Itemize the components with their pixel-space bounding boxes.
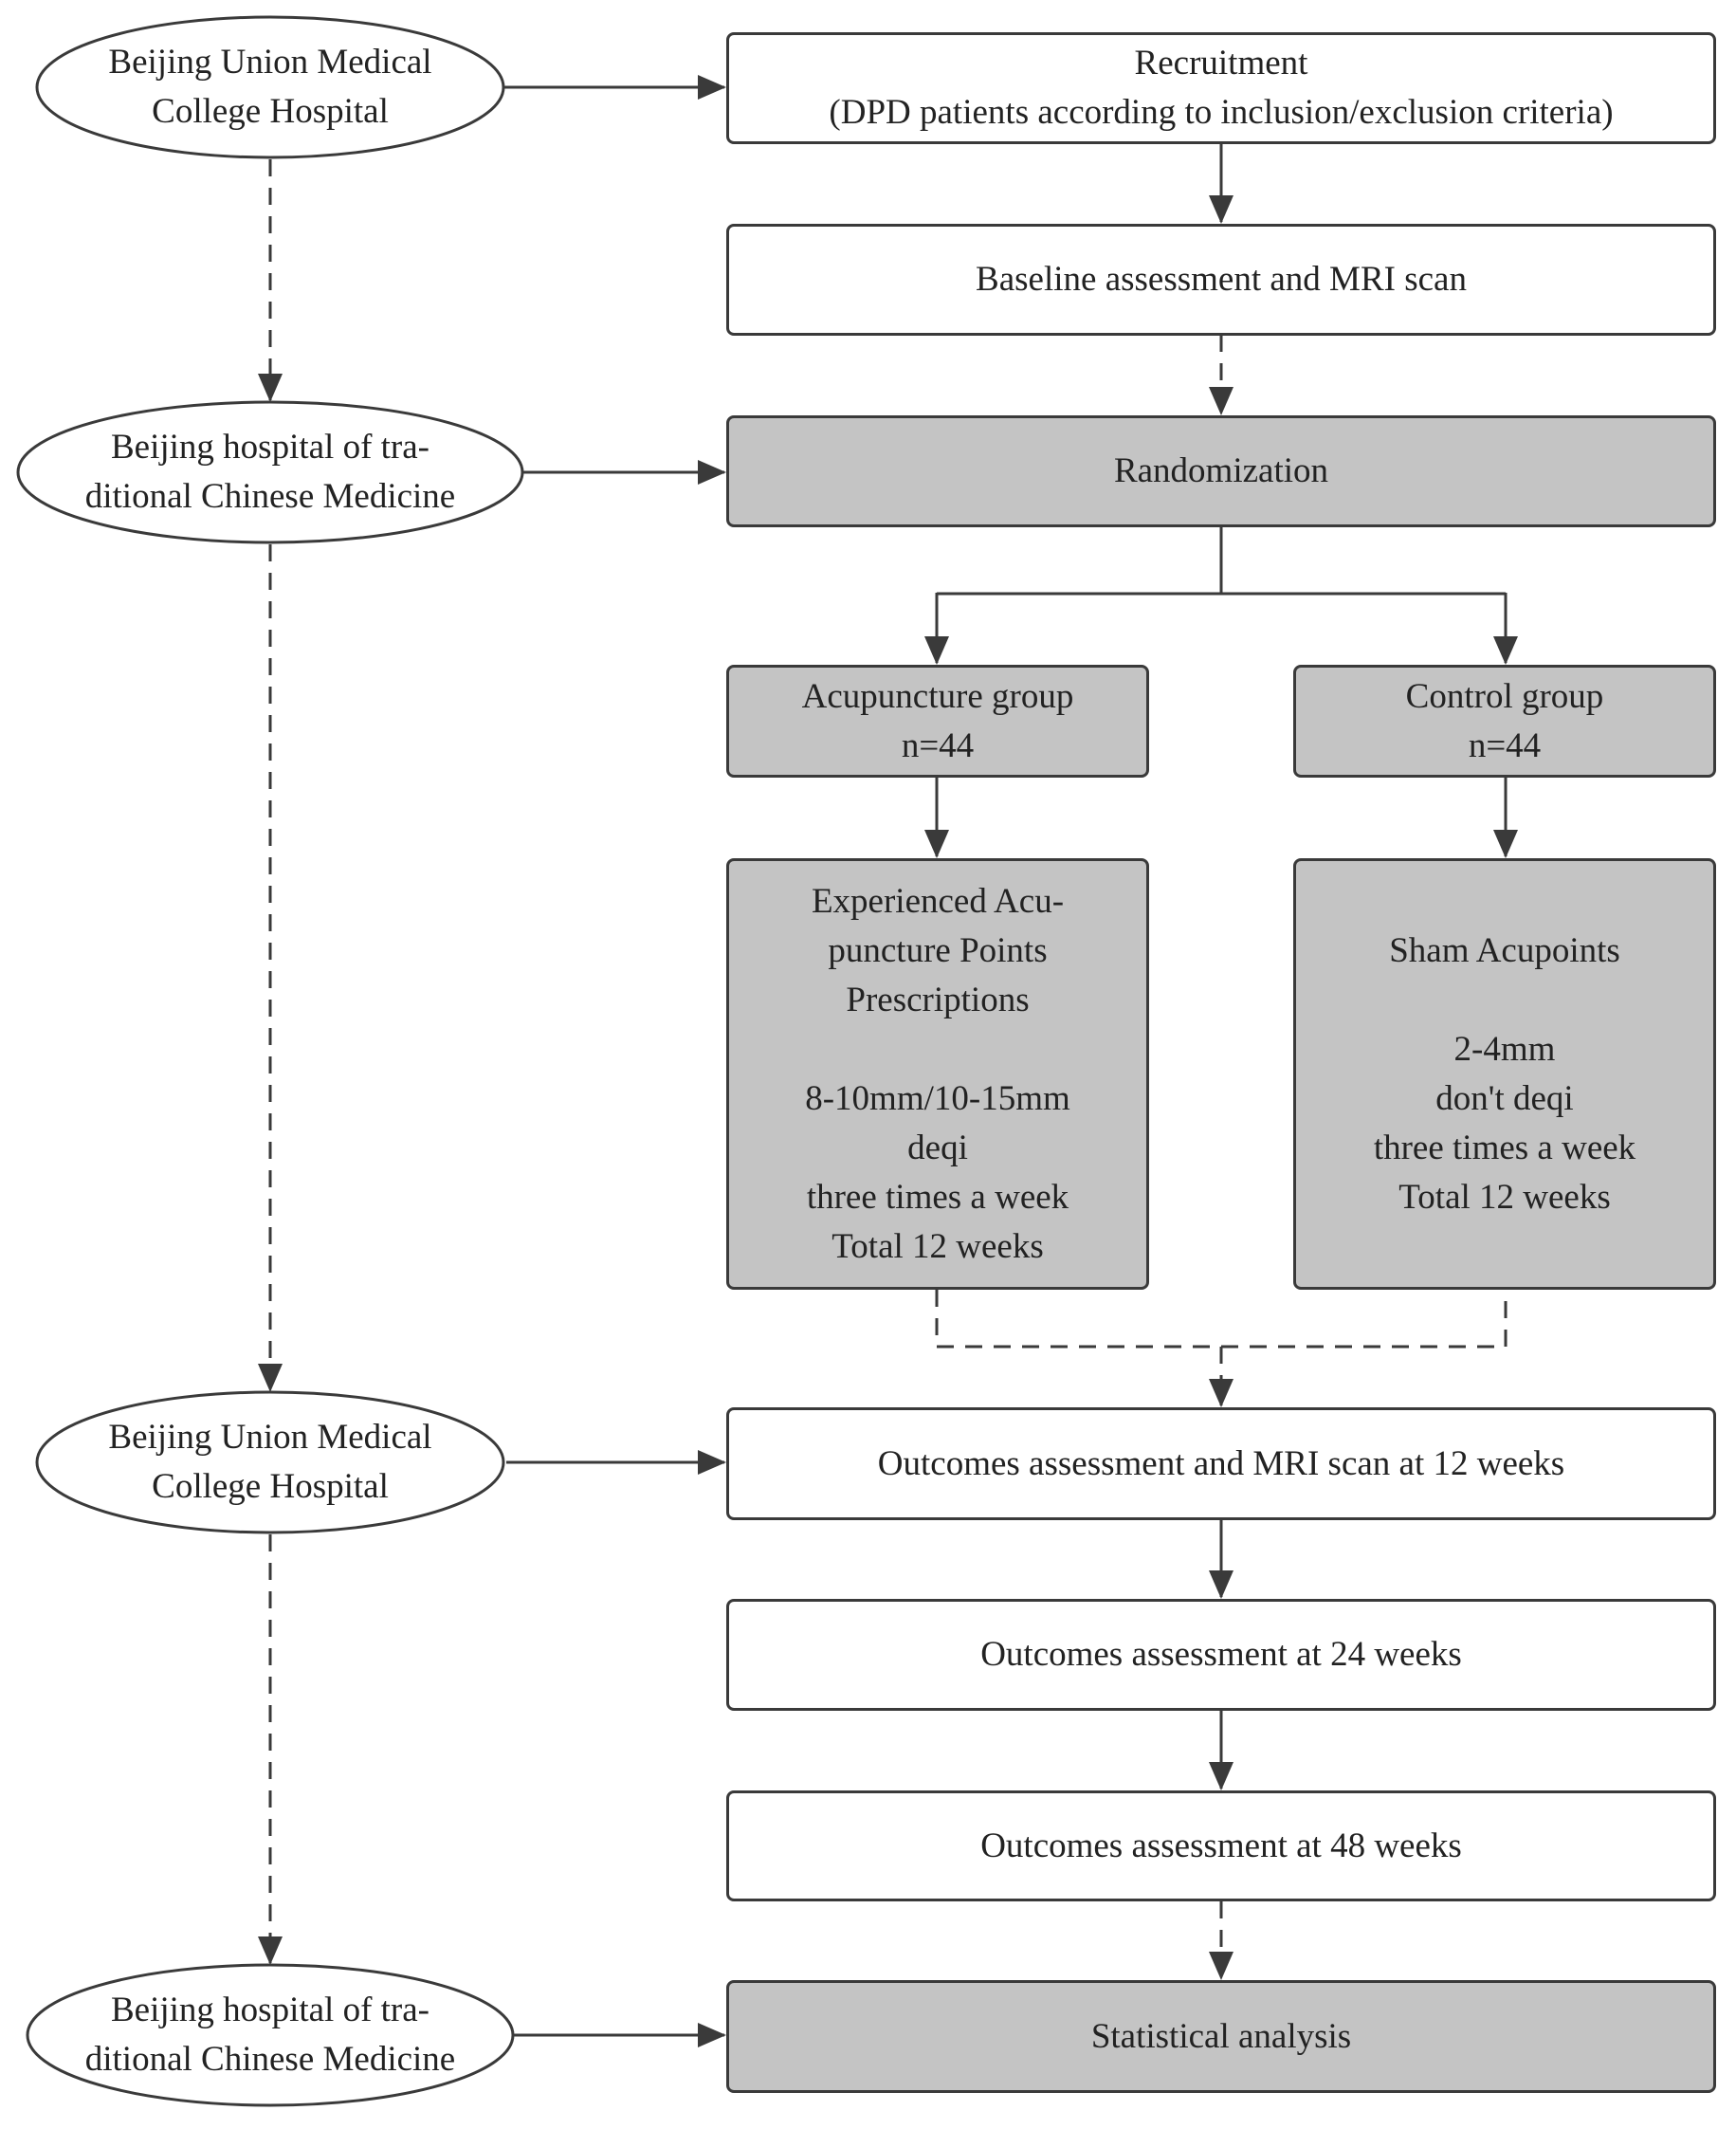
recruitment-title: Recruitment [1134,44,1308,83]
site-1-label-line-1: Beijing Union Medical [108,43,432,82]
site-3-label-line-1: Beijing Union Medical [108,1418,432,1457]
site-4-ellipse: Beijing hospital of tra- ditional Chines… [26,1963,515,2107]
statistical-analysis-label: Statistical analysis [1090,2016,1352,2056]
acupuncture-group-box: Acupuncture group n=44 [726,665,1149,778]
acupuncture-treatment-line-3: Prescriptions [846,980,1030,1019]
site-2-ellipse: Beijing hospital of tra- ditional Chines… [16,400,524,544]
acupuncture-group-title: Acupuncture group [801,676,1074,716]
acupuncture-treatment-line-1: Experienced Acu- [811,881,1065,921]
dashed-merge-treatments [935,1290,1508,1349]
baseline-box: Baseline assessment and MRI scan [726,224,1716,336]
site-4-label-line-2: ditional Chinese Medicine [84,2040,456,2079]
site-1-ellipse: Beijing Union Medical College Hospital [35,15,505,159]
control-group-size: n=44 [1468,725,1542,765]
site-3-label-line-2: College Hospital [152,1467,389,1506]
baseline-label: Baseline assessment and MRI scan [976,260,1467,299]
site-2-label-line-1: Beijing hospital of tra- [110,428,430,467]
randomization-box: Randomization [726,415,1716,527]
control-group-box: Control group n=44 [1293,665,1716,778]
acupuncture-treatment-depth: 8-10mm/10-15mm [805,1078,1070,1118]
sham-treatment-box: Sham Acupoints 2-4mm don't deqi three ti… [1293,858,1716,1290]
recruitment-criteria: (DPD patients according to inclusion/exc… [829,93,1614,132]
acupuncture-group-size: n=44 [901,725,975,765]
acupuncture-treatment-duration: Total 12 weeks [831,1226,1044,1266]
site-2-label-line-2: ditional Chinese Medicine [84,477,456,516]
outcomes-12-weeks-label: Outcomes assessment and MRI scan at 12 w… [877,1443,1565,1483]
sham-treatment-duration: Total 12 weeks [1398,1177,1611,1217]
site-4-label-line-1: Beijing hospital of tra- [110,1991,430,2029]
site-1-label-line-2: College Hospital [152,92,389,131]
recruitment-box: Recruitment (DPD patients according to i… [726,32,1716,144]
control-group-title: Control group [1405,676,1604,716]
outcomes-24-weeks-label: Outcomes assessment at 24 weeks [980,1635,1462,1674]
acupuncture-treatment-frequency: three times a week [806,1177,1069,1217]
acupuncture-treatment-line-2: puncture Points [828,930,1048,970]
acupuncture-treatment-deqi: deqi [907,1128,968,1167]
outcomes-24-weeks-box: Outcomes assessment at 24 weeks [726,1599,1716,1711]
sham-treatment-depth: 2-4mm [1453,1029,1556,1069]
statistical-analysis-box: Statistical analysis [726,1980,1716,2093]
outcomes-48-weeks-label: Outcomes assessment at 48 weeks [980,1826,1462,1865]
site-3-ellipse: Beijing Union Medical College Hospital [35,1390,505,1534]
outcomes-48-weeks-box: Outcomes assessment at 48 weeks [726,1790,1716,1901]
connector-randomization-split [937,527,1223,596]
sham-treatment-frequency: three times a week [1373,1128,1636,1167]
outcomes-12-weeks-box: Outcomes assessment and MRI scan at 12 w… [726,1407,1716,1520]
randomization-label: Randomization [1113,451,1329,490]
sham-treatment-deqi: don't deqi [1435,1078,1574,1118]
sham-treatment-title: Sham Acupoints [1389,930,1620,970]
acupuncture-treatment-box: Experienced Acu- puncture Points Prescri… [726,858,1149,1290]
